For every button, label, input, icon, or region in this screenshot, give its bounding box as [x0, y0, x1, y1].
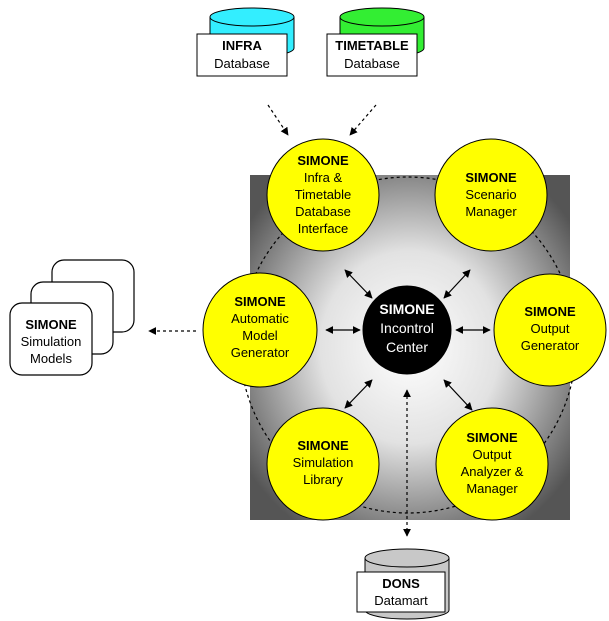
module-output-generator-circle [493, 273, 607, 387]
infra-title: INFRA [222, 38, 262, 53]
module-model-generator-title: SIMONE [234, 294, 286, 309]
module-output-generator-line-1: Output [530, 321, 569, 336]
timetable-title: TIMETABLE [335, 38, 409, 53]
simulation-models-stack: SIMONE Simulation Models [9, 259, 135, 376]
dons-cylinder-top [364, 548, 450, 568]
module-output-generator-title: SIMONE [524, 304, 576, 319]
module-output-generator: SIMONE Output Generator [493, 273, 607, 387]
timetable-cylinder-top [339, 7, 425, 27]
incontrol-center: SIMONE Incontrol Center [362, 285, 452, 375]
timetable-database: TIMETABLE Database [326, 7, 425, 77]
module-simulation-library-circle [266, 407, 380, 521]
center-line-2: Incontrol [380, 320, 434, 336]
module-interface-line-4: Interface [298, 221, 349, 236]
dons-datamart: DONS Datamart [356, 548, 450, 620]
module-output-analyzer: SIMONE Output Analyzer & Manager [435, 407, 549, 521]
module-scenario-line-2: Manager [465, 204, 517, 219]
timetable-label-box [326, 33, 418, 77]
timetable-subtitle: Database [344, 56, 400, 71]
module-simulation-library-line-2: Library [303, 472, 343, 487]
connection-arrows [148, 104, 491, 537]
module-scenario-title: SIMONE [465, 170, 517, 185]
module-simulation-library-title: SIMONE [297, 438, 349, 453]
arrow-center-simulation-library [344, 379, 373, 409]
center-line-3: Center [386, 339, 428, 355]
module-simulation-library-line-1: Simulation [293, 455, 354, 470]
module-model-generator-line-2: Model [242, 328, 278, 343]
simulation-models-line-1: Simulation [21, 334, 82, 349]
module-simulation-library: SIMONE Simulation Library [266, 407, 380, 521]
module-interface-line-1: Infra & [304, 170, 343, 185]
module-output-generator-line-2: Generator [521, 338, 580, 353]
module-model-generator-circle [202, 272, 318, 388]
module-output-analyzer-line-2: Analyzer & [461, 464, 524, 479]
module-scenario-line-1: Scenario [465, 187, 516, 202]
module-model-generator-line-1: Automatic [231, 311, 289, 326]
module-scenario: SIMONE Scenario Manager [434, 138, 548, 252]
dons-subtitle: Datamart [374, 593, 428, 608]
module-interface-circle [266, 138, 380, 252]
infra-database: INFRA Database [196, 7, 295, 77]
dons-title: DONS [382, 576, 420, 591]
module-output-analyzer-circle [435, 407, 549, 521]
model-card-front [9, 302, 93, 376]
module-output-analyzer-line-1: Output [472, 447, 511, 462]
infra-label-box [196, 33, 288, 77]
arrow-center-interface [344, 269, 373, 299]
incontrol-center-circle [362, 285, 452, 375]
arrow-timetable-to-interface [349, 104, 377, 136]
module-interface-line-2: Timetable [295, 187, 352, 202]
module-interface-title: SIMONE [297, 153, 349, 168]
module-output-analyzer-title: SIMONE [466, 430, 518, 445]
module-interface-line-3: Database [295, 204, 351, 219]
arrow-infra-to-interface [267, 104, 289, 136]
arrow-center-output-analyzer [443, 379, 473, 411]
module-scenario-circle [434, 138, 548, 252]
simulation-models-line-2: Models [30, 351, 72, 366]
module-model-generator-line-3: Generator [231, 345, 290, 360]
arrow-center-scenario [443, 269, 471, 299]
simulation-models-title: SIMONE [25, 317, 77, 332]
infra-cylinder-top [209, 7, 295, 27]
module-interface: SIMONE Infra & Timetable Database Interf… [266, 138, 380, 252]
center-line-1: SIMONE [379, 301, 434, 317]
dons-label-box [356, 571, 446, 613]
infra-subtitle: Database [214, 56, 270, 71]
module-model-generator: SIMONE Automatic Model Generator [202, 272, 318, 388]
module-output-analyzer-line-3: Manager [466, 481, 518, 496]
